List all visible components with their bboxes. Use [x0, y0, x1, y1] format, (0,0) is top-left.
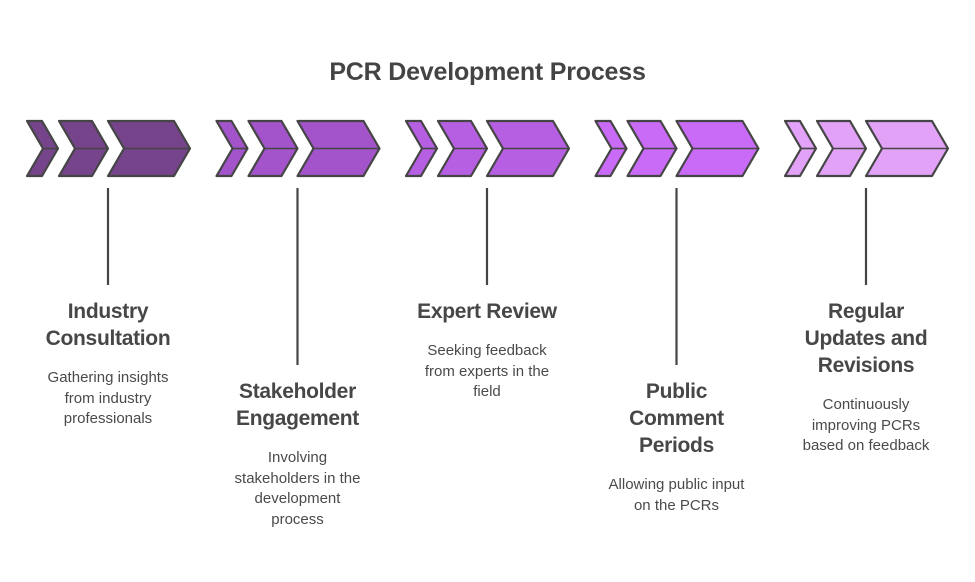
- step-title: Expert Review: [417, 300, 557, 323]
- diagram-title: PCR Development Process: [329, 58, 646, 86]
